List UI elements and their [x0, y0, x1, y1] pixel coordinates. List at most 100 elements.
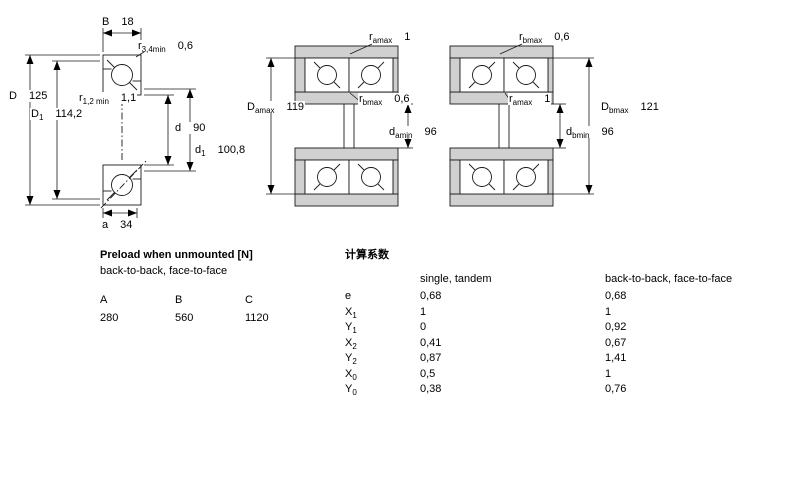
- factor-Y0-paired: 0,76: [605, 383, 627, 395]
- technical-drawing-canvas: [25, 28, 594, 218]
- factor-symbol: X: [345, 305, 353, 318]
- dim-label-d1: d1 100,8: [194, 144, 247, 159]
- contact-angle-line: [100, 159, 148, 209]
- ball-top-icon: [111, 64, 133, 86]
- dim-value: 96: [601, 126, 614, 138]
- arrangement-a-drawing: [266, 43, 413, 207]
- dim-symbol: D: [31, 108, 39, 120]
- dim-subscript: amax: [254, 106, 275, 116]
- ball-icon: [516, 65, 536, 85]
- dim-symbol: D: [247, 101, 255, 113]
- factor-X1-single: 1: [420, 305, 427, 318]
- factor-symbol: e: [345, 290, 352, 302]
- factor-Y1-paired: 0,92: [605, 321, 627, 333]
- dim-label-Dbmax: Dbmax 121: [600, 101, 660, 116]
- factor-subscript: 1: [352, 326, 357, 336]
- factor-Y2-single: 0,87: [420, 352, 442, 364]
- dim-symbol: r: [359, 93, 363, 105]
- dim-symbol: D: [9, 90, 17, 102]
- dim-value: 18: [121, 16, 134, 28]
- preload-table-title: Preload when unmounted [N]: [100, 249, 253, 261]
- preload-value-A: 280: [100, 312, 119, 324]
- dim-subscript: bmax: [522, 36, 543, 46]
- dim-value: 100,8: [217, 144, 246, 156]
- factors-table-title: 计算系数: [345, 249, 389, 261]
- dim-symbol: r: [509, 93, 513, 105]
- dim-symbol: d: [389, 126, 396, 138]
- factor-row-label-Y0: Y0: [345, 382, 420, 398]
- bearing-dimension-lines: [25, 28, 196, 218]
- dim-value: 1: [544, 93, 551, 105]
- factor-row-label-X1: X1: [345, 305, 420, 321]
- factor-row-label-Y2: Y2: [345, 351, 420, 367]
- dim-label-D: D 125: [8, 90, 49, 102]
- preload-table-subtitle: back-to-back, face-to-face: [100, 265, 228, 277]
- factor-row-label-X0: X0: [345, 367, 420, 383]
- dim-value: 1: [404, 31, 411, 43]
- dim-symbol: r: [369, 31, 373, 43]
- factor-subscript: 2: [352, 357, 357, 367]
- factor-symbol: X: [345, 336, 353, 349]
- dim-label-ramax-b: ramax 1: [508, 93, 552, 108]
- factor-row-label-Y1: Y1: [345, 320, 420, 336]
- dim-label-ramax-a: ramax 1: [368, 31, 412, 46]
- dim-value: 34: [120, 219, 133, 231]
- dim-symbol: d: [195, 144, 202, 156]
- dim-value: 1,1: [120, 92, 137, 104]
- preload-value-C: 1120: [245, 312, 269, 324]
- dim-subscript: bmax: [362, 98, 383, 108]
- dim-label-a: a 34: [101, 219, 134, 231]
- ball-icon: [361, 167, 381, 187]
- factor-subscript: 1: [352, 310, 357, 320]
- dim-subscript: amin: [395, 131, 413, 141]
- factors-col-header-single-tandem: single, tandem: [420, 273, 492, 285]
- dim-value: 90: [193, 122, 206, 134]
- factor-X2-single: 0,41: [420, 336, 442, 349]
- factor-X1-paired: 1: [605, 305, 612, 318]
- preload-col-header-B: B: [175, 294, 183, 306]
- dim-subscript: bmax: [608, 106, 629, 116]
- preload-table: Preload when unmounted [N] back-to-back,…: [100, 248, 269, 326]
- preload-col-header-A: A: [100, 294, 108, 306]
- factors-col-header-back-to-back: back-to-back, face-to-face: [605, 273, 733, 285]
- factor-symbol: X: [345, 367, 353, 380]
- factor-Y1-single: 0: [420, 321, 427, 333]
- dim-subscript: 1: [201, 149, 206, 159]
- dim-symbol: r: [79, 92, 83, 104]
- dim-value: 121: [640, 101, 659, 113]
- preload-col-header-C: C: [245, 294, 253, 306]
- dim-symbol: D: [601, 101, 609, 113]
- factor-e-paired: 0,68: [605, 290, 627, 302]
- factor-X0-paired: 1: [605, 367, 612, 380]
- ball-icon: [361, 65, 381, 85]
- dim-subscript: amax: [372, 36, 393, 46]
- dim-symbol: r: [519, 31, 523, 43]
- preload-table-grid: A B C 280 560 1120: [100, 293, 269, 326]
- ball-bottom-icon: [111, 174, 133, 196]
- factor-Y0-single: 0,38: [420, 383, 442, 395]
- factors-header-spacer: [345, 272, 420, 289]
- factor-row-label-e: e: [345, 289, 420, 305]
- dim-value: 125: [28, 90, 48, 102]
- dim-symbol: a: [102, 219, 109, 231]
- factor-row-label-X2: X2: [345, 336, 420, 352]
- factor-symbol: Y: [345, 383, 353, 395]
- factor-symbol: Y: [345, 352, 353, 364]
- dim-subscript: amax: [512, 98, 533, 108]
- dim-subscript: 1: [38, 113, 44, 123]
- dim-value: 0,6: [177, 40, 193, 52]
- ball-icon: [317, 65, 337, 85]
- factor-X0-single: 0,5: [420, 367, 436, 380]
- factors-table-grid: single, tandem back-to-back, face-to-fac…: [345, 272, 732, 398]
- arrangement-b-drawing: [449, 43, 594, 207]
